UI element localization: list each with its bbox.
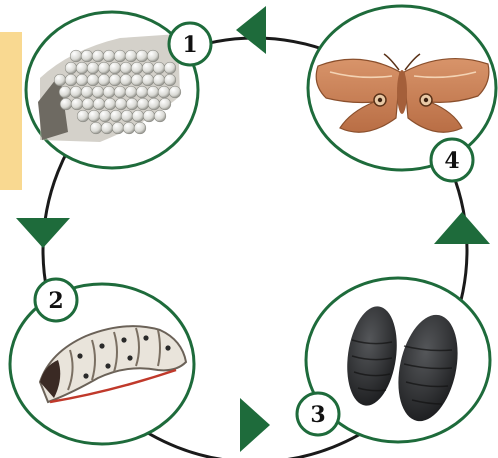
egg xyxy=(164,74,176,86)
egg xyxy=(114,50,126,62)
left-highlight-band xyxy=(0,32,22,190)
egg xyxy=(87,62,99,74)
egg xyxy=(120,74,132,86)
egg xyxy=(153,74,165,86)
egg xyxy=(103,50,115,62)
egg xyxy=(120,62,132,74)
egg xyxy=(147,50,159,62)
egg xyxy=(143,110,155,122)
egg xyxy=(98,74,110,86)
egg xyxy=(87,74,99,86)
egg xyxy=(81,50,93,62)
egg xyxy=(136,86,148,98)
egg xyxy=(93,98,105,110)
egg xyxy=(110,110,122,122)
egg xyxy=(76,74,88,86)
stage-eggs: 1 xyxy=(26,12,211,168)
egg xyxy=(88,110,100,122)
cycle-arrow-bottom xyxy=(240,398,270,452)
egg xyxy=(169,86,181,98)
stage-larva: 2 xyxy=(10,279,194,444)
egg xyxy=(137,98,149,110)
egg xyxy=(99,110,111,122)
egg xyxy=(81,86,93,98)
egg xyxy=(65,62,77,74)
egg xyxy=(126,98,138,110)
egg xyxy=(92,86,104,98)
egg xyxy=(60,98,72,110)
egg xyxy=(101,122,113,134)
egg xyxy=(158,86,170,98)
egg xyxy=(115,98,127,110)
egg xyxy=(92,50,104,62)
cycle-arrow-right xyxy=(434,212,490,244)
stage-number-4: 4 xyxy=(444,148,459,174)
egg xyxy=(164,62,176,74)
egg xyxy=(114,86,126,98)
egg xyxy=(148,98,160,110)
egg xyxy=(104,98,116,110)
egg xyxy=(142,62,154,74)
egg xyxy=(132,110,144,122)
egg xyxy=(112,122,124,134)
cycle-arrow-top xyxy=(236,6,266,54)
egg xyxy=(134,122,146,134)
egg xyxy=(154,110,166,122)
egg xyxy=(147,86,159,98)
egg xyxy=(82,98,94,110)
egg xyxy=(142,74,154,86)
egg xyxy=(77,110,89,122)
egg xyxy=(121,110,133,122)
egg xyxy=(59,86,71,98)
cycle-arrow-left xyxy=(16,218,70,248)
egg xyxy=(109,74,121,86)
egg xyxy=(54,74,66,86)
egg xyxy=(136,50,148,62)
egg xyxy=(98,62,110,74)
stage-moth: 4 xyxy=(308,6,496,181)
egg xyxy=(76,62,88,74)
stage-number-2: 2 xyxy=(48,288,63,314)
egg xyxy=(125,86,137,98)
egg xyxy=(131,62,143,74)
egg xyxy=(70,50,82,62)
egg xyxy=(65,74,77,86)
egg xyxy=(153,62,165,74)
egg xyxy=(109,62,121,74)
egg xyxy=(90,122,102,134)
egg xyxy=(125,50,137,62)
egg xyxy=(71,98,83,110)
egg xyxy=(70,86,82,98)
stage-number-1: 1 xyxy=(182,32,197,58)
egg xyxy=(159,98,171,110)
egg xyxy=(131,74,143,86)
stage-pupae: 3 xyxy=(297,278,490,442)
egg xyxy=(103,86,115,98)
egg xyxy=(123,122,135,134)
stage-number-3: 3 xyxy=(310,402,325,428)
